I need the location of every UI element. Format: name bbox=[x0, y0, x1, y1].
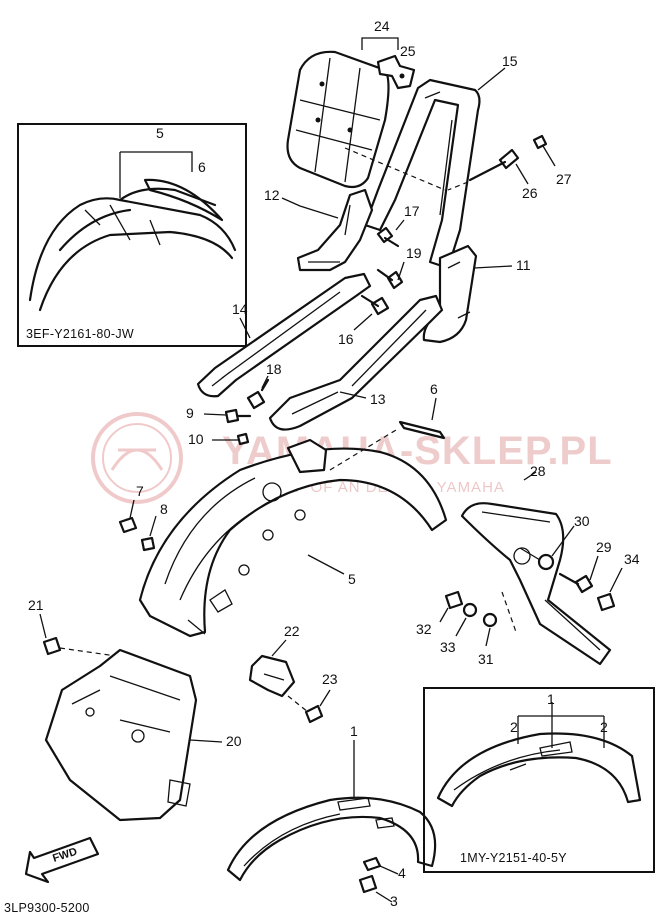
inset-label-5: 5 bbox=[156, 125, 164, 141]
part-8-nut bbox=[140, 536, 156, 552]
callout-28: 28 bbox=[530, 463, 546, 479]
callout-29: 29 bbox=[596, 539, 612, 555]
part-19-bolt bbox=[376, 268, 404, 290]
callout-27: 27 bbox=[556, 171, 572, 187]
callout-9: 9 bbox=[186, 405, 194, 421]
part-33-washer bbox=[462, 602, 478, 618]
inset-top-left: 5 6 3EF-Y2161-80-JW bbox=[17, 123, 247, 347]
part-12-bracket bbox=[296, 188, 374, 272]
part-29-bolt bbox=[558, 572, 594, 594]
callout-31: 31 bbox=[478, 651, 494, 667]
part-6-plate bbox=[398, 420, 446, 440]
part-10-nut bbox=[236, 432, 250, 446]
callout-14: 14 bbox=[232, 301, 248, 317]
part-30-collar bbox=[537, 553, 555, 571]
inset-code-bottom-right: 1MY-Y2151-40-5Y bbox=[460, 851, 567, 865]
part-23-screw bbox=[304, 704, 324, 724]
inset-label-1: 1 bbox=[547, 691, 555, 707]
inset-label-2-right: 2 bbox=[600, 719, 608, 735]
part-31-washer bbox=[482, 612, 498, 628]
part-7-bolt bbox=[118, 516, 138, 534]
callout-7: 7 bbox=[136, 483, 144, 499]
callout-4: 4 bbox=[398, 865, 406, 881]
callout-15: 15 bbox=[502, 53, 518, 69]
callout-23: 23 bbox=[322, 671, 338, 687]
part-16-bolt bbox=[360, 294, 390, 316]
callout-11: 11 bbox=[516, 257, 531, 273]
part-15-backrest-frame bbox=[363, 78, 481, 270]
callout-20: 20 bbox=[226, 733, 242, 749]
callout-1: 1 bbox=[350, 723, 358, 739]
callout-12: 12 bbox=[264, 187, 280, 203]
callout-6: 6 bbox=[430, 381, 438, 397]
callout-22: 22 bbox=[284, 623, 300, 639]
callout-13: 13 bbox=[370, 391, 386, 407]
callout-10: 10 bbox=[188, 431, 204, 447]
callout-30: 30 bbox=[574, 513, 590, 529]
callout-18: 18 bbox=[266, 361, 282, 377]
part-25-bracket bbox=[376, 54, 416, 90]
part-28-stay bbox=[460, 502, 612, 666]
part-3-bolt bbox=[358, 874, 378, 894]
callout-24: 24 bbox=[374, 18, 390, 34]
inset-label-6: 6 bbox=[198, 159, 206, 175]
callout-25: 25 bbox=[400, 43, 416, 59]
part-5-rear-fender bbox=[138, 438, 448, 638]
part-32-nut bbox=[444, 590, 464, 610]
callout-16: 16 bbox=[338, 331, 354, 347]
callout-3: 3 bbox=[390, 893, 398, 909]
part-1-front-fender bbox=[226, 796, 437, 882]
callout-19: 19 bbox=[406, 245, 422, 261]
fwd-arrow-icon: FWD bbox=[24, 836, 100, 884]
callout-21: 21 bbox=[28, 597, 44, 613]
inset-label-2-left: 2 bbox=[510, 719, 518, 735]
callout-17: 17 bbox=[404, 203, 420, 219]
part-21-bolt bbox=[42, 636, 62, 656]
callout-26: 26 bbox=[522, 185, 538, 201]
diagram-code: 3LP9300-5200 bbox=[4, 901, 90, 915]
watermark-logo-icon bbox=[91, 412, 183, 504]
part-27-washer bbox=[532, 134, 548, 150]
callout-32: 32 bbox=[416, 621, 432, 637]
part-24-backrest-pad bbox=[286, 50, 390, 189]
part-26-bolt bbox=[468, 148, 520, 182]
part-20-mud-flap bbox=[44, 648, 198, 822]
inset-code-top-left: 3EF-Y2161-80-JW bbox=[26, 327, 134, 341]
part-18-bolt bbox=[246, 378, 270, 410]
part-14-grab-rail bbox=[196, 272, 372, 398]
callout-5: 5 bbox=[348, 571, 356, 587]
part-22-reflector-bracket bbox=[248, 654, 296, 698]
part-4-washer bbox=[362, 856, 382, 872]
part-17-bolt bbox=[376, 226, 400, 248]
inset-bottom-right: 1 2 2 1MY-Y2151-40-5Y bbox=[423, 687, 655, 873]
part-13-grab-rail bbox=[268, 294, 444, 431]
callout-34: 34 bbox=[624, 551, 640, 567]
part-9-bolt bbox=[224, 408, 252, 424]
part-34-nut bbox=[596, 592, 616, 612]
callout-8: 8 bbox=[160, 501, 168, 517]
callout-33: 33 bbox=[440, 639, 456, 655]
